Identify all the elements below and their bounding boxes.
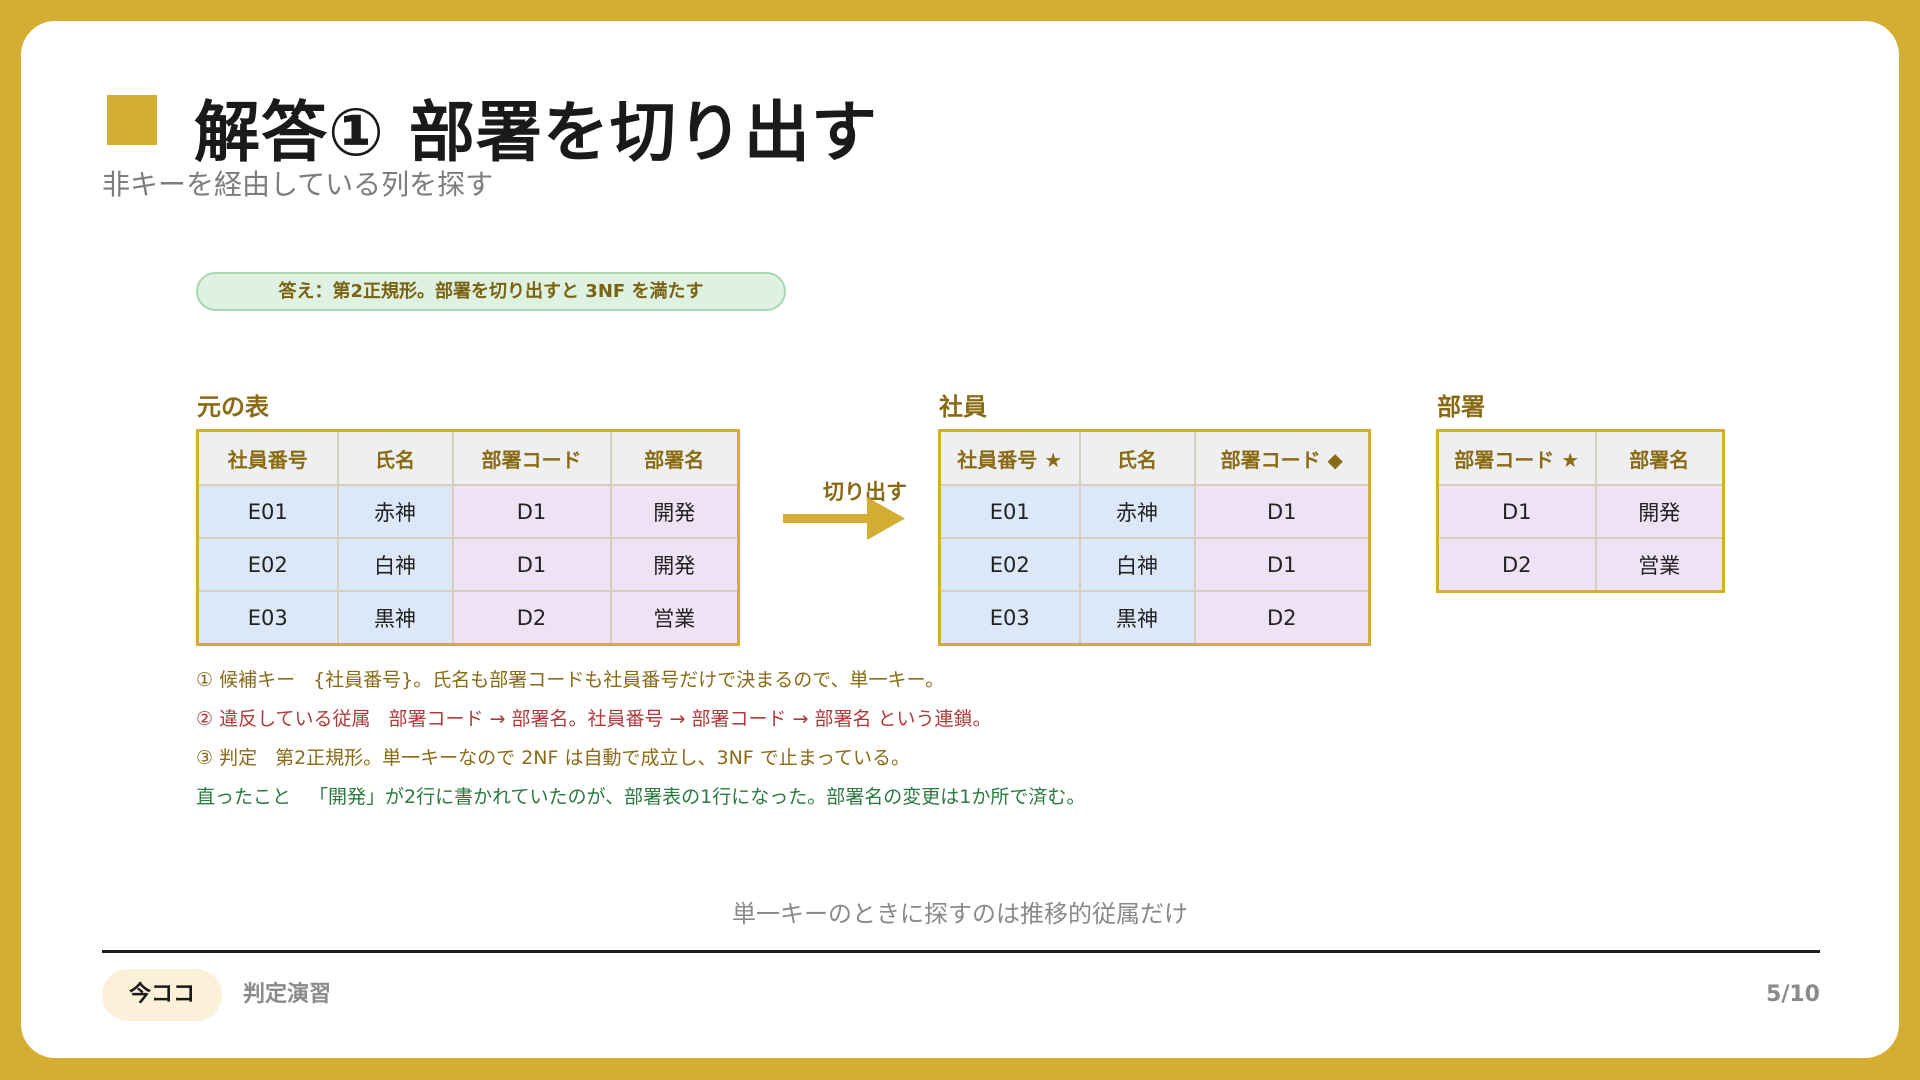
column-header: 氏名	[1078, 429, 1196, 486]
table-row: E01 赤神 D1	[938, 484, 1371, 539]
table-header-row: 部署コード ★ 部署名	[1436, 429, 1725, 486]
note-fixed: 直ったこと「開発」が2行に書かれていたのが、部署表の1行になった。部署名の変更は…	[196, 778, 1085, 817]
table-cell: E01	[938, 484, 1081, 539]
table-header-row: 社員番号 氏名 部署コード 部署名	[196, 429, 740, 486]
table-cell: 営業	[1594, 537, 1725, 593]
table-cell: 黒神	[336, 590, 454, 646]
page-number: 5/10	[1766, 982, 1820, 1007]
current-position-badge: 今ココ	[102, 969, 222, 1021]
column-header: 部署コード	[451, 429, 612, 486]
table-row: E02 白神 D1 開発	[196, 537, 740, 592]
arrow-label: 切り出す	[823, 480, 907, 504]
note-label: ① 候補キー	[196, 669, 296, 691]
table-row: E03 黒神 D2	[938, 590, 1371, 646]
table-cell: 赤神	[336, 484, 454, 539]
note-violation: ② 違反している従属部署コード → 部署名。社員番号 → 部署コード → 部署名…	[196, 700, 1085, 739]
note-text: {社員番号}。氏名も部署コードも社員番号だけで決まるので、単一キー。	[313, 669, 945, 691]
page-title: 解答① 部署を切り出す	[194, 94, 878, 171]
table-cell: 赤神	[1078, 484, 1196, 539]
closing-message: 単一キーのときに探すのは推移的従属だけ	[732, 900, 1188, 928]
table-row: D1 開発	[1436, 484, 1725, 539]
column-header: 部署名	[1594, 429, 1725, 486]
employee-table-title: 社員	[939, 393, 987, 421]
table-row: D2 営業	[1436, 537, 1725, 593]
table-cell: D1	[451, 537, 612, 592]
table-cell: 営業	[609, 590, 740, 646]
table-cell: 開発	[609, 484, 740, 539]
table-row: E02 白神 D1	[938, 537, 1371, 592]
answer-badge: 答え：第2正規形。部署を切り出すと 3NF を満たす	[196, 272, 786, 311]
table-cell: D1	[451, 484, 612, 539]
table-cell: 白神	[336, 537, 454, 592]
table-cell: 開発	[1594, 484, 1725, 539]
column-header: 社員番号 ★	[938, 429, 1081, 486]
note-text: 第2正規形。単一キーなので 2NF は自動で成立し、3NF で止まっている。	[275, 747, 911, 769]
note-label: ② 違反している従属	[196, 708, 371, 730]
original-table-title: 元の表	[197, 393, 269, 421]
column-header: 氏名	[336, 429, 454, 486]
column-header: 部署コード ★	[1436, 429, 1597, 486]
section-name: 判定演習	[243, 982, 332, 1007]
table-cell: D2	[451, 590, 612, 646]
right-arrow-icon	[783, 497, 905, 540]
table-cell: E01	[196, 484, 339, 539]
department-table-title: 部署	[1437, 393, 1485, 421]
column-header: 部署名	[609, 429, 740, 486]
note-label: 直ったこと	[196, 786, 292, 808]
table-cell: E03	[938, 590, 1081, 646]
employee-table: 社員番号 ★ 氏名 部署コード ◆ E01 赤神 D1 E02 白神 D1 E0…	[938, 429, 1371, 646]
table-cell: 黒神	[1078, 590, 1196, 646]
table-cell: 白神	[1078, 537, 1196, 592]
table-cell: D1	[1193, 537, 1371, 592]
note-label: ③ 判定	[196, 747, 258, 769]
table-cell: E02	[196, 537, 339, 592]
title-square-icon	[107, 95, 157, 145]
note-candidate-key: ① 候補キー {社員番号}。氏名も部署コードも社員番号だけで決まるので、単一キー。	[196, 661, 1085, 700]
table-cell: D2	[1436, 537, 1597, 593]
table-cell: E02	[938, 537, 1081, 592]
page-subtitle: 非キーを経由している列を探す	[102, 168, 494, 201]
table-row: E03 黒神 D2 営業	[196, 590, 740, 646]
slide: 解答① 部署を切り出す 非キーを経由している列を探す 答え：第2正規形。部署を切…	[21, 21, 1899, 1058]
table-cell: D1	[1193, 484, 1371, 539]
column-header: 部署コード ◆	[1193, 429, 1371, 486]
table-cell: 開発	[609, 537, 740, 592]
table-row: E01 赤神 D1 開発	[196, 484, 740, 539]
column-header: 社員番号	[196, 429, 339, 486]
original-table: 社員番号 氏名 部署コード 部署名 E01 赤神 D1 開発 E02 白神 D1…	[196, 429, 740, 646]
explanation-list: ① 候補キー {社員番号}。氏名も部署コードも社員番号だけで決まるので、単一キー。…	[196, 661, 1085, 817]
table-cell: E03	[196, 590, 339, 646]
department-table: 部署コード ★ 部署名 D1 開発 D2 営業	[1436, 429, 1725, 593]
footer-divider	[102, 950, 1820, 953]
note-judgement: ③ 判定第2正規形。単一キーなので 2NF は自動で成立し、3NF で止まってい…	[196, 739, 1085, 778]
table-header-row: 社員番号 ★ 氏名 部署コード ◆	[938, 429, 1371, 486]
table-cell: D1	[1436, 484, 1597, 539]
table-cell: D2	[1193, 590, 1371, 646]
note-text: 部署コード → 部署名。社員番号 → 部署コード → 部署名 という連鎖。	[388, 708, 992, 730]
note-text: 「開発」が2行に書かれていたのが、部署表の1行になった。部署名の変更は1か所で済…	[309, 786, 1086, 808]
